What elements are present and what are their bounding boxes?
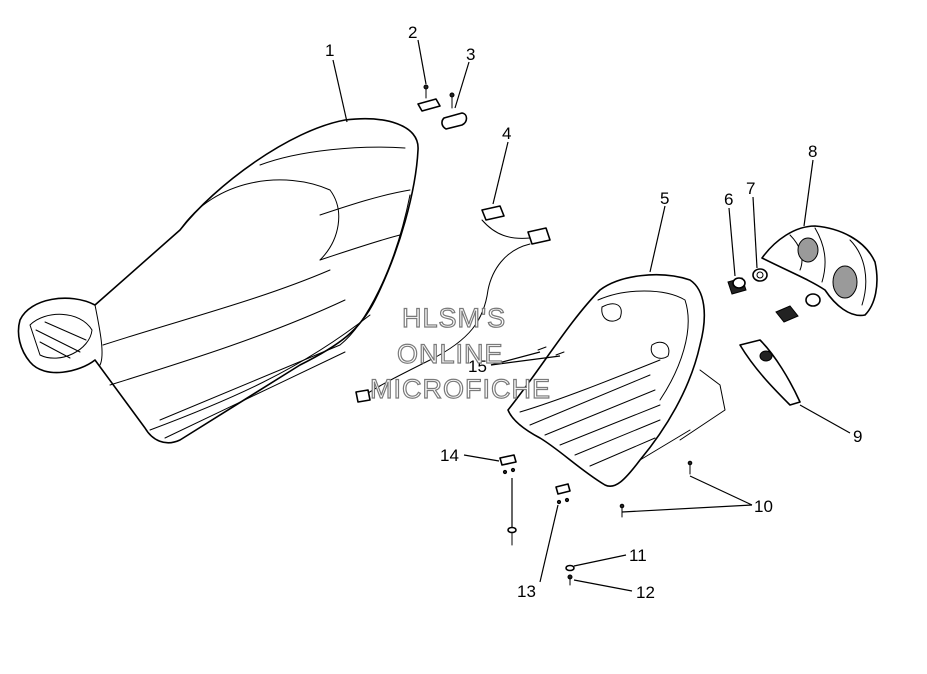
bulb-socket-6: [727, 277, 747, 295]
callout-1: 1: [325, 41, 334, 60]
seat-latch-3: [441, 92, 468, 130]
callout-10: 10: [754, 497, 773, 516]
seat-bracket-2: [417, 84, 441, 112]
bolt-12: [567, 574, 573, 586]
screws-15: [537, 346, 565, 356]
bulb-7: [752, 268, 768, 282]
bolt-left: [507, 526, 517, 546]
callout-7: 7: [746, 179, 755, 198]
callout-4: 4: [502, 124, 511, 143]
reflector: [739, 339, 801, 406]
callout-11: 11: [629, 546, 647, 565]
clip-13: [555, 483, 571, 505]
wiring-harness: [355, 205, 551, 403]
callout-3: 3: [466, 45, 475, 64]
bulb-socket-extra: [775, 293, 821, 323]
callout-6: 6: [724, 190, 733, 209]
callout-13: 13: [517, 582, 536, 601]
watermark-line-1: HLSM'S: [402, 303, 506, 333]
callout-8: 8: [808, 142, 817, 161]
watermark: HLSM'S ONLINE MICROFICHE: [369, 302, 551, 404]
callout-2: 2: [408, 23, 417, 42]
tail-light: [761, 225, 878, 317]
callout-5: 5: [660, 189, 669, 208]
screws-10: [619, 460, 693, 518]
clip-14: [499, 454, 517, 475]
watermark-line-3: MICROFICHE: [370, 374, 551, 404]
leader-lines: [332, 39, 851, 592]
washer-11: [565, 564, 575, 572]
callout-9: 9: [853, 427, 862, 446]
callout-14: 14: [440, 446, 459, 465]
seat: [17, 117, 419, 444]
callout-15: 15: [468, 357, 487, 376]
rear-cowl: [507, 274, 726, 487]
callout-12: 12: [636, 583, 655, 602]
watermark-line-2: ONLINE: [397, 339, 504, 369]
callout-labels: 1 2 3 4 5 6 7 8 9 10 11 12 13 14 15: [325, 23, 862, 602]
